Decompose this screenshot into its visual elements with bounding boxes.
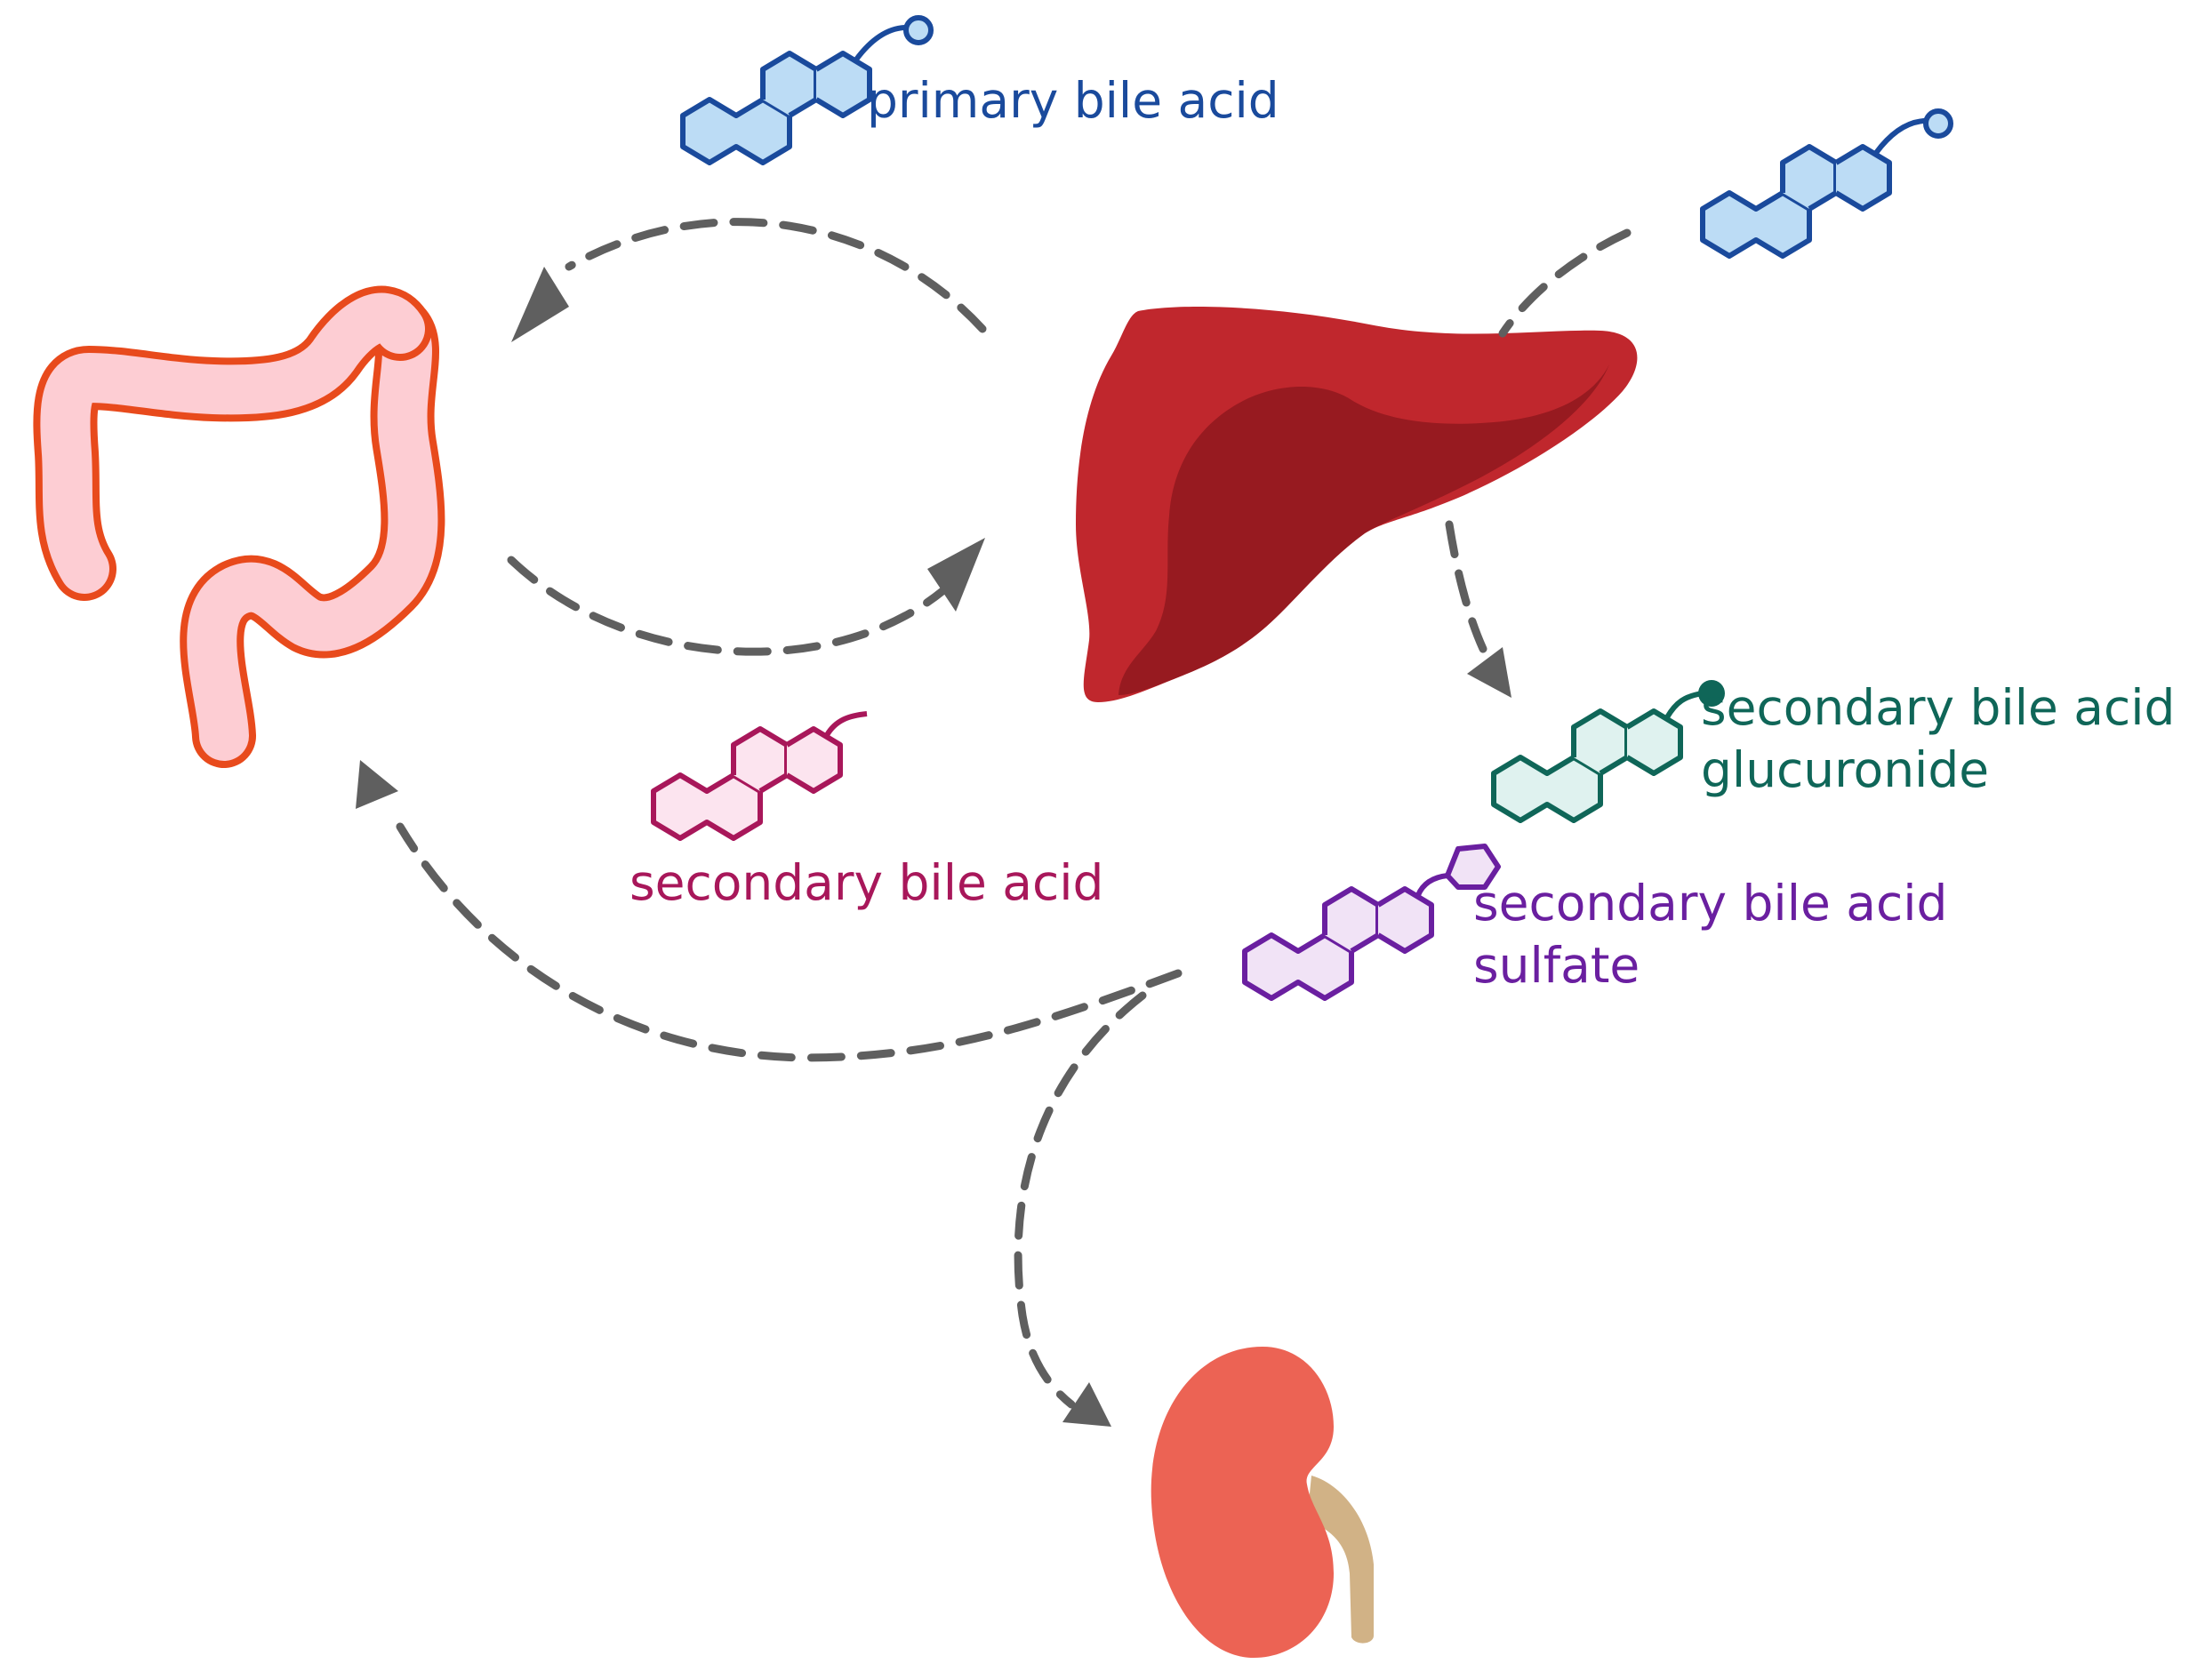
arrow-liver-to-glucuronide: [1445, 520, 1511, 698]
arrow-colon-to-liver: [507, 538, 985, 656]
primary-bile-acid-label: primary bile acid: [867, 72, 1279, 129]
primary-bile-acid-molecule-icon: [680, 15, 934, 165]
sulfate-molecule-icon: [1242, 844, 1501, 1001]
kidney-icon: [1151, 1347, 1374, 1658]
colon-icon: [33, 285, 445, 768]
primary-bile-acid-molecule-icon-2: [1700, 108, 1953, 259]
glucuronide-molecule-icon: [1491, 680, 1725, 823]
glucuronide-label-line2: glucuronide: [1701, 741, 1989, 798]
glucuronide-label-line1: secondary bile acid: [1701, 679, 2175, 736]
secondary-bile-acid-label: secondary bile acid: [629, 854, 1103, 911]
arrow-liver-to-colon: [511, 218, 987, 342]
secondary-bile-acid-molecule-icon: [651, 711, 868, 841]
arrow-sulfate-to-colon: [356, 760, 1183, 1062]
arrow-sulfate-to-kidney: [1014, 991, 1147, 1427]
sulfate-label-line1: secondary bile acid: [1473, 875, 1947, 932]
arrow-blood-to-liver: [1498, 228, 1632, 338]
sulfate-label-line2: sulfate: [1473, 937, 1640, 994]
liver-icon: [1076, 307, 1638, 702]
